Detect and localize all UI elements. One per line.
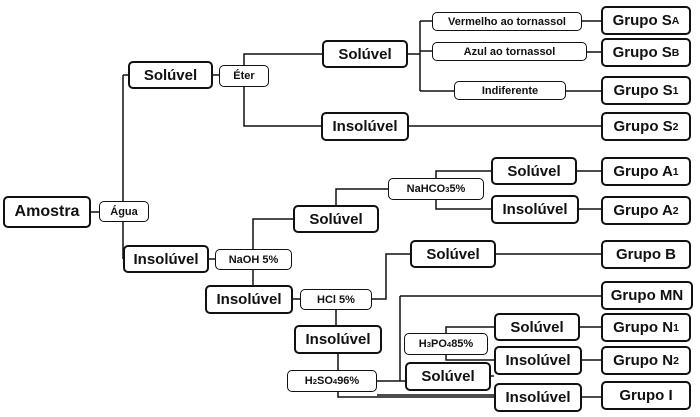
soluvel-h3po4-node: Solúvel	[494, 313, 580, 341]
h3po4-sub1: 3	[426, 339, 431, 349]
connector-line	[337, 392, 494, 398]
insoluvel-agua-node: Insolúvel	[123, 245, 209, 273]
grupo-sa-label: Grupo S	[612, 12, 672, 29]
soluvel-agua-node: Solúvel	[128, 61, 213, 89]
soluvel-hcl-node: Solúvel	[410, 240, 496, 268]
amostra-node: Amostra	[3, 196, 91, 228]
insoluvel-hcl-node: Insolúvel	[294, 325, 382, 354]
azul-tornassol-node: Azul ao tornassol	[432, 42, 587, 61]
insoluvel-h2so4-node: Insolúvel	[494, 383, 582, 412]
grupo-mn-node: Grupo MN	[601, 281, 693, 310]
grupo-s2-label: Grupo S	[613, 118, 673, 135]
nahco3-sub: 3	[445, 184, 450, 194]
grupo-sb-sub: B	[671, 46, 680, 59]
grupo-n1-label: Grupo N	[613, 319, 674, 336]
insoluvel-eter-node: Insolúvel	[321, 112, 409, 141]
eter-node: Éter	[219, 65, 269, 87]
h3po4-pre: H	[418, 338, 427, 350]
connector-line	[445, 326, 494, 333]
connector-line	[243, 87, 321, 127]
insoluvel-h3po4-node: Insolúvel	[494, 346, 582, 375]
grupo-s2-sub: 2	[672, 120, 679, 133]
indiferente-node: Indiferente	[454, 81, 566, 100]
soluvel-nahco3-node: Solúvel	[491, 157, 577, 185]
soluvel-h2so4-node: Solúvel	[405, 362, 491, 391]
h2so4-sub1: 2	[312, 376, 317, 386]
h3po4-mid: PO	[431, 338, 447, 350]
connector-line	[252, 218, 293, 235]
vermelho-tornassol-node: Vermelho ao tornassol	[432, 12, 582, 31]
soluvel-naoh-node: Solúvel	[293, 205, 379, 233]
grupo-s1-sub: 1	[672, 84, 679, 97]
connector-line	[243, 53, 322, 65]
hcl-node: HCl 5%	[300, 289, 372, 310]
connector-line	[435, 170, 491, 178]
h3po4-sub2: 4	[446, 339, 452, 349]
grupo-n2-sub: 2	[673, 354, 679, 367]
h2so4-sub2: 4	[332, 376, 338, 386]
grupo-n1-sub: 1	[673, 321, 679, 334]
grupo-sb-label: Grupo S	[612, 44, 672, 61]
grupo-i-node: Grupo I	[601, 381, 691, 410]
insoluvel-nahco3-node: Insolúvel	[491, 195, 579, 224]
insoluvel-naoh-node: Insolúvel	[205, 285, 293, 314]
agua-node: Água	[99, 201, 149, 222]
grupo-a1-label: Grupo A	[613, 163, 673, 180]
grupo-n2-label: Grupo N	[613, 352, 674, 369]
h2so4-pre: H	[304, 375, 313, 387]
grupo-a1-sub: 1	[672, 165, 679, 178]
grupo-sa-sub: A	[671, 14, 680, 27]
grupo-a2-label: Grupo A	[613, 202, 673, 219]
grupo-s1-label: Grupo S	[613, 82, 673, 99]
connector-line	[445, 355, 494, 361]
h2so4-mid: SO	[317, 375, 333, 387]
nahco3-post: 5%	[449, 183, 466, 195]
h3po4-post: 85%	[451, 338, 474, 350]
h2so4-post: 96%	[337, 375, 360, 387]
naoh-node: NaOH 5%	[215, 249, 292, 270]
soluvel-eter-node: Solúvel	[322, 40, 408, 68]
grupo-a2-sub: 2	[672, 204, 679, 217]
grupo-b-node: Grupo B	[601, 240, 691, 269]
connector-line	[372, 253, 410, 300]
connector-line	[335, 188, 388, 205]
connector-line	[435, 200, 491, 210]
nahco3-pre: NaHCO	[406, 183, 446, 195]
